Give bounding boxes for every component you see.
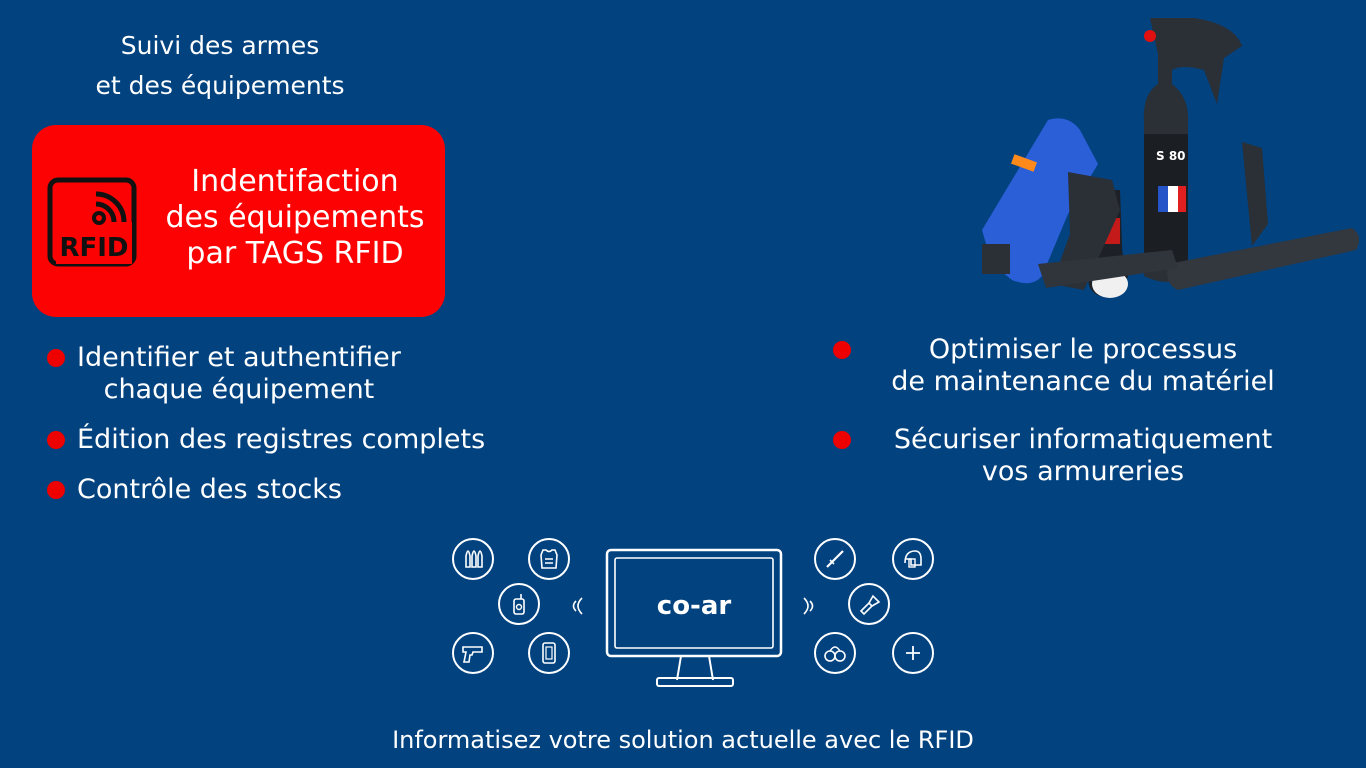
header-title: Suivi des armes et des équipements [40, 26, 400, 106]
rfid-line-2: des équipements [165, 200, 425, 235]
header-line-2: et des équipements [95, 71, 345, 100]
signal-waves-right-icon [803, 597, 814, 615]
helmet-icon [892, 538, 934, 580]
bullet-stocks: Contrôle des stocks [47, 474, 342, 506]
bullet-dot [833, 431, 851, 449]
header-line-1: Suivi des armes [120, 31, 320, 60]
bullet-text: Sécuriser informatiquement [893, 424, 1273, 455]
bulletproof-vest-icon [528, 538, 570, 580]
rfid-icon: RFID [47, 177, 137, 267]
bullet-text: Optimiser le processus [928, 334, 1238, 365]
rfid-line-1: Indentifaction [191, 164, 399, 199]
bullet-identify: Identifier et authentifier chaque équipe… [47, 342, 401, 406]
ammunition-icon [452, 538, 494, 580]
signal-waves-left-icon [572, 597, 583, 615]
bullet-text: Identifier et authentifier [77, 342, 401, 373]
equipment-network-diagram: co-ar [440, 528, 950, 698]
bullet-text: chaque équipement [103, 374, 375, 405]
handcuffs-icon [814, 632, 856, 674]
rfid-icon-text: RFID [59, 233, 128, 263]
pistol-icon [452, 632, 494, 674]
radio-icon [498, 583, 540, 625]
flashlight-icon [848, 583, 890, 625]
bullet-dot [47, 431, 65, 449]
monitor-icon: co-ar [605, 548, 783, 687]
bullet-security: Sécuriser informatiquement vos armurerie… [833, 424, 1303, 488]
shield-icon [528, 632, 570, 674]
monitor-logo: co-ar [657, 591, 732, 621]
bullet-dot [47, 349, 65, 367]
bullet-dot [833, 341, 851, 359]
rfid-box-text: Indentifaction des équipements par TAGS … [150, 164, 440, 272]
bullet-text: de maintenance du matériel [891, 366, 1275, 397]
bullet-registers: Édition des registres complets [47, 424, 485, 456]
plus-icon [892, 632, 934, 674]
equipment-product-image: S 80 [982, 18, 1360, 298]
bullet-text: vos armureries [981, 456, 1185, 487]
baton-icon [814, 538, 856, 580]
bullet-text: Contrôle des stocks [77, 474, 342, 505]
svg-text:S 80: S 80 [1156, 149, 1186, 163]
rfid-line-3: par TAGS RFID [186, 236, 404, 271]
bullet-dot [47, 481, 65, 499]
footer-tagline: Informatisez votre solution actuelle ave… [392, 726, 974, 754]
bullet-maintenance: Optimiser le processus de maintenance du… [833, 334, 1303, 398]
bullet-text: Édition des registres complets [77, 424, 486, 455]
